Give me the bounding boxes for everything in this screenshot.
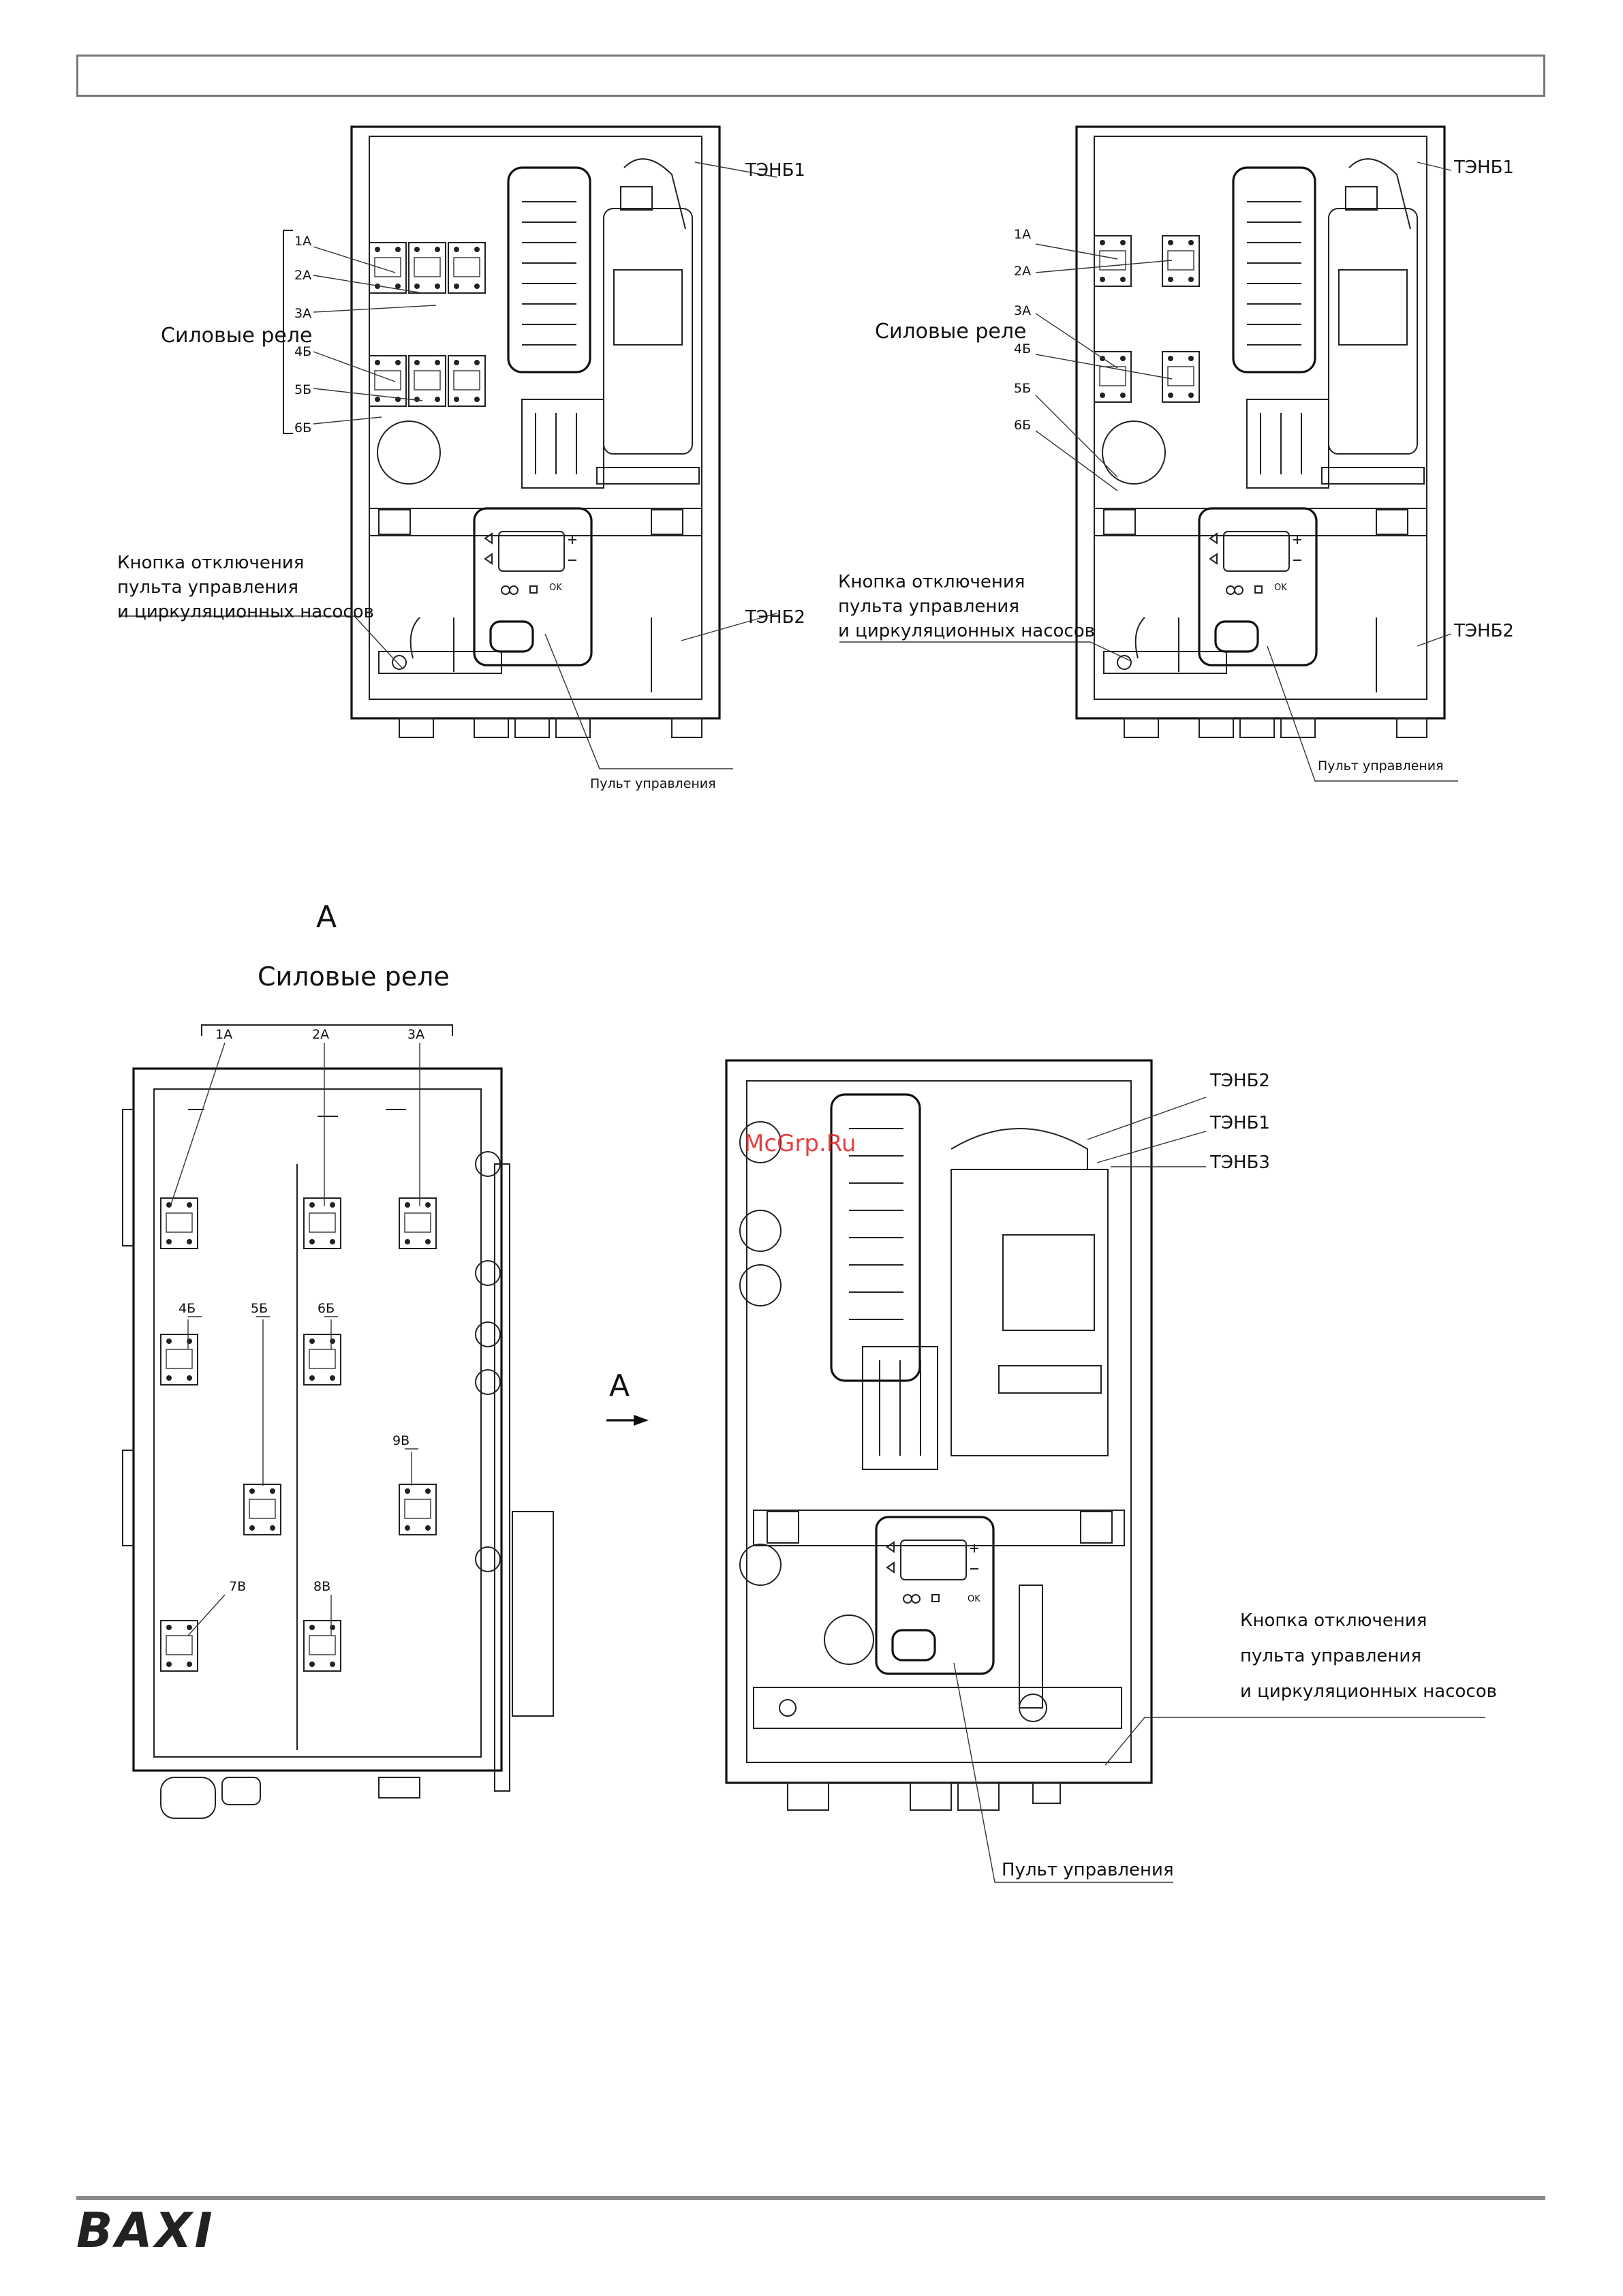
shutdown-button-label-tl-1: Кнопка отключения bbox=[117, 553, 304, 573]
heater-3-label-br: ТЭНБ3 bbox=[1209, 1152, 1270, 1173]
heater-1-label-br: ТЭНБ1 bbox=[1209, 1113, 1270, 1133]
relay-label-9v-bl: 9В bbox=[392, 1433, 409, 1448]
heater-2-label-tr: ТЭНБ2 bbox=[1453, 621, 1514, 641]
shutdown-button-label-br-1: Кнопка отключения bbox=[1240, 1610, 1427, 1631]
relay-label-1a: 1А bbox=[294, 234, 311, 249]
relay-label-7v-bl: 7В bbox=[229, 1579, 246, 1594]
watermark: McGrp.Ru bbox=[744, 1130, 856, 1157]
shutdown-button-label-br-3: и циркуляционных насосов bbox=[1240, 1681, 1497, 1702]
shutdown-button-label-tl-3: и циркуляционных насосов bbox=[117, 602, 374, 622]
shutdown-button-label-tr-1: Кнопка отключения bbox=[838, 572, 1025, 592]
arrow-a-label: А bbox=[609, 1368, 630, 1403]
relay-label-4b-tr: 4Б bbox=[1014, 341, 1031, 356]
relay-label-6b-tr: 6Б bbox=[1014, 418, 1031, 433]
footer-rule bbox=[76, 2196, 1545, 2200]
relay-label-6b-bl: 6Б bbox=[318, 1301, 335, 1316]
control-panel-label-tr: Пульт управления bbox=[1318, 759, 1444, 774]
relay-label-6b: 6Б bbox=[294, 420, 311, 435]
heater-2-label-tl: ТЭНБ2 bbox=[745, 607, 805, 628]
relay-label-1a-bl: 1А bbox=[215, 1027, 232, 1042]
relay-label-3a-bl: 3А bbox=[407, 1027, 424, 1042]
power-relays-heading: Силовые реле bbox=[258, 962, 450, 992]
power-relays-label-tl: Силовые реле bbox=[161, 324, 312, 348]
shutdown-button-label-tr-3: и циркуляционных насосов bbox=[838, 621, 1095, 641]
relay-label-8v-bl: 8В bbox=[313, 1579, 330, 1594]
relay-label-2a-bl: 2А bbox=[312, 1027, 329, 1042]
relay-label-2a-tr: 2А bbox=[1014, 264, 1031, 279]
power-relays-label-tr: Силовые реле bbox=[875, 320, 1026, 343]
relay-label-5b-bl: 5Б bbox=[251, 1301, 268, 1316]
heater-1-label-tl: ТЭНБ1 bbox=[745, 160, 805, 181]
panel-ok-text-br: OK bbox=[968, 1594, 980, 1604]
panel-ok-text-tr: OK bbox=[1274, 583, 1287, 593]
shutdown-button-label-tr-2: пульта управления bbox=[838, 596, 1019, 617]
view-a-heading: А bbox=[316, 900, 337, 934]
baxi-logo: BAXI bbox=[76, 2203, 215, 2259]
relay-label-5b-tr: 5Б bbox=[1014, 381, 1031, 396]
relay-label-2a: 2А bbox=[294, 268, 311, 283]
control-panel-label-tl: Пульт управления bbox=[590, 776, 716, 791]
relay-label-4b: 4Б bbox=[294, 344, 311, 359]
panel-ok-text-tl: OK bbox=[549, 583, 562, 593]
heater-1-label-tr: ТЭНБ1 bbox=[1453, 157, 1514, 178]
relay-label-4b-bl: 4Б bbox=[179, 1301, 196, 1316]
relay-label-3a-tr: 3А bbox=[1014, 303, 1031, 318]
control-panel-label-br: Пульт управления bbox=[1002, 1860, 1174, 1880]
shutdown-button-label-tl-2: пульта управления bbox=[117, 577, 298, 598]
header-frame bbox=[76, 55, 1545, 97]
relay-label-5b: 5Б bbox=[294, 382, 311, 397]
shutdown-button-label-br-2: пульта управления bbox=[1240, 1646, 1421, 1666]
relay-label-1a-tr: 1А bbox=[1014, 227, 1031, 242]
heater-2-label-br: ТЭНБ2 bbox=[1209, 1071, 1270, 1091]
relay-label-3a: 3А bbox=[294, 306, 311, 321]
